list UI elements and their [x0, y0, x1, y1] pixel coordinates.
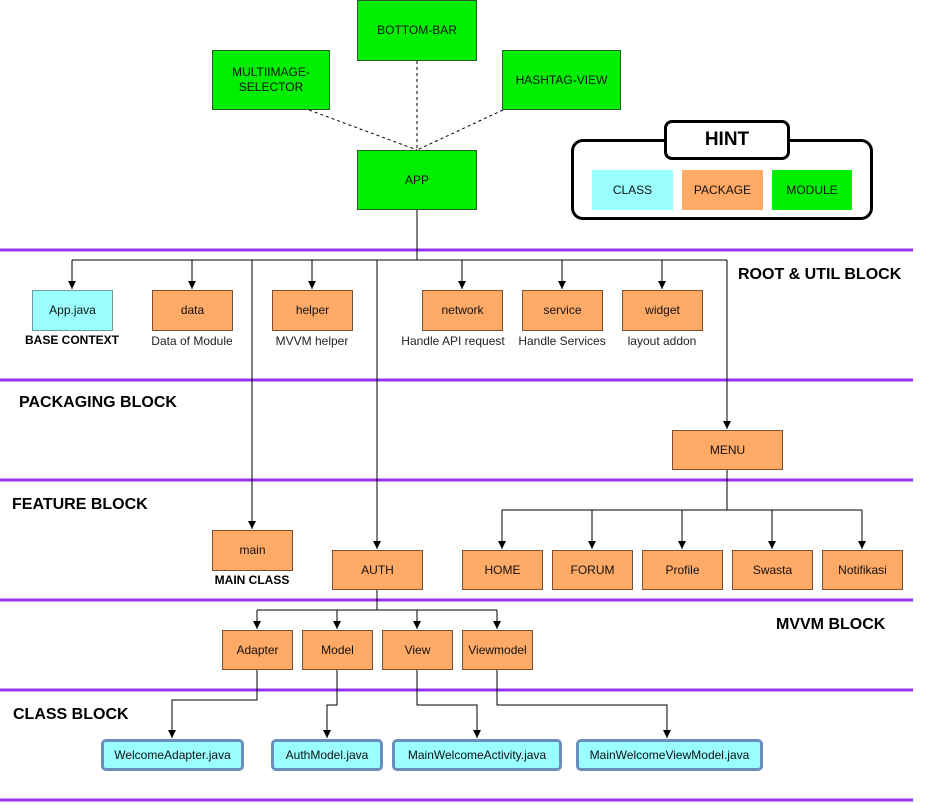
arrow — [323, 670, 338, 738]
caption-main-class: MAIN CLASS — [214, 573, 290, 587]
class-welcome-adapter[interactable]: WelcomeAdapter.java — [101, 739, 244, 771]
package-main[interactable]: main — [212, 530, 293, 571]
package-viewmodel[interactable]: Viewmodel — [462, 630, 533, 670]
caption-helper: MVVM helper — [275, 334, 349, 348]
block-title-feature: FEATURE BLOCK — [12, 496, 148, 513]
caption-widget: layout addon — [627, 334, 697, 348]
caption-service: Handle Services — [518, 334, 606, 348]
class-app-java[interactable]: App.java — [32, 290, 113, 331]
module-app[interactable]: APP — [357, 150, 477, 210]
package-widget[interactable]: widget — [622, 290, 703, 331]
package-model[interactable]: Model — [302, 630, 373, 670]
caption-data: Data of Module — [151, 334, 233, 348]
module-bottom-bar[interactable]: BOTTOM-BAR — [357, 0, 477, 61]
package-swasta[interactable]: Swasta — [732, 550, 813, 590]
class-auth-model[interactable]: AuthModel.java — [271, 739, 383, 771]
hint-title: HINT — [664, 120, 790, 160]
package-data[interactable]: data — [152, 290, 233, 331]
arrow — [496, 670, 671, 738]
class-main-welcome-viewmodel[interactable]: MainWelcomeViewModel.java — [576, 739, 763, 771]
tree-connectors — [68, 210, 866, 738]
block-title-mvvm: MVVM BLOCK — [776, 616, 886, 633]
block-title-root-util: ROOT & UTIL BLOCK — [738, 266, 902, 283]
block-title-class: CLASS BLOCK — [13, 706, 129, 723]
package-menu[interactable]: MENU — [672, 430, 783, 470]
package-notifikasi[interactable]: Notifikasi — [822, 550, 903, 590]
block-title-packaging: PACKAGING BLOCK — [19, 394, 177, 411]
block-separators — [0, 248, 913, 802]
class-main-welcome-activity[interactable]: MainWelcomeActivity.java — [392, 739, 562, 771]
package-helper[interactable]: helper — [272, 290, 353, 331]
dashed-link — [308, 109, 418, 151]
package-profile[interactable]: Profile — [642, 550, 723, 590]
hint-class: CLASS — [592, 170, 673, 210]
hint-package: PACKAGE — [682, 170, 763, 210]
package-service[interactable]: service — [522, 290, 603, 331]
arrow — [168, 670, 258, 738]
package-view[interactable]: View — [382, 630, 453, 670]
module-hashtag-view[interactable]: HASHTAG-VIEW — [502, 50, 621, 110]
module-dependency-links — [308, 61, 504, 151]
hint-module: MODULE — [772, 170, 852, 210]
package-network[interactable]: network — [422, 290, 503, 331]
caption-network: Handle API request — [401, 334, 505, 348]
package-forum[interactable]: FORUM — [552, 550, 633, 590]
arrow — [416, 670, 481, 738]
dashed-link — [416, 109, 504, 151]
module-multiimage-selector[interactable]: MULTIIMAGE-SELECTOR — [212, 50, 330, 110]
package-adapter[interactable]: Adapter — [222, 630, 293, 670]
package-home[interactable]: HOME — [462, 550, 543, 590]
package-auth[interactable]: AUTH — [332, 550, 423, 590]
caption-base-context: BASE CONTEXT — [24, 333, 120, 347]
